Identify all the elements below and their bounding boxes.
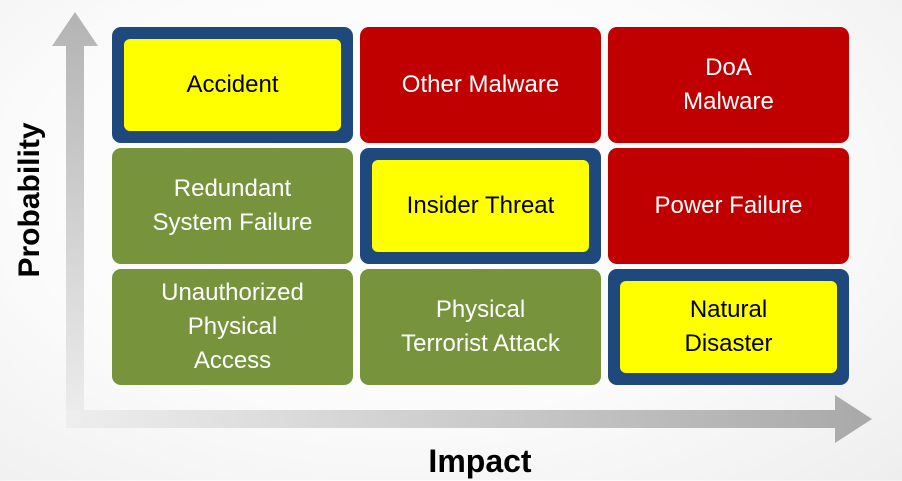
risk-cell-physical-terrorist-attack: Physical Terrorist Attack (360, 269, 601, 385)
risk-cell-label: DoA Malware (683, 54, 774, 115)
risk-cell-other-malware: Other Malware (360, 27, 601, 143)
risk-cell-unauthorized-physical-access: Unauthorized Physical Access (112, 269, 353, 385)
risk-cell-natural-disaster: Natural Disaster (608, 269, 849, 385)
probability-axis-label: Probability (13, 122, 46, 278)
risk-cell-doa-malware: DoA Malware (608, 27, 849, 143)
risk-cell-label: Other Malware (401, 71, 560, 98)
risk-cell-label: Accident (186, 71, 279, 98)
impact-axis-label: Impact (428, 443, 532, 479)
impact-axis-arrow (66, 395, 872, 443)
risk-cell-label: Power Failure (654, 192, 803, 219)
risk-cell-power-failure: Power Failure (608, 148, 849, 264)
risk-cell-accident: Accident (112, 27, 353, 143)
risk-cell-label: Redundant System Failure (152, 175, 313, 236)
risk-cell-insider-threat: Insider Threat (360, 148, 601, 264)
risk-cell-label: Physical Terrorist Attack (401, 296, 560, 357)
risk-cell-label: Unauthorized Physical Access (161, 279, 304, 374)
risk-cell-label: Natural Disaster (684, 296, 773, 357)
risk-cell-redundant-system-failure: Redundant System Failure (112, 148, 353, 264)
probability-axis-arrow (52, 12, 98, 428)
risk-cell-label: Insider Threat (406, 192, 555, 219)
